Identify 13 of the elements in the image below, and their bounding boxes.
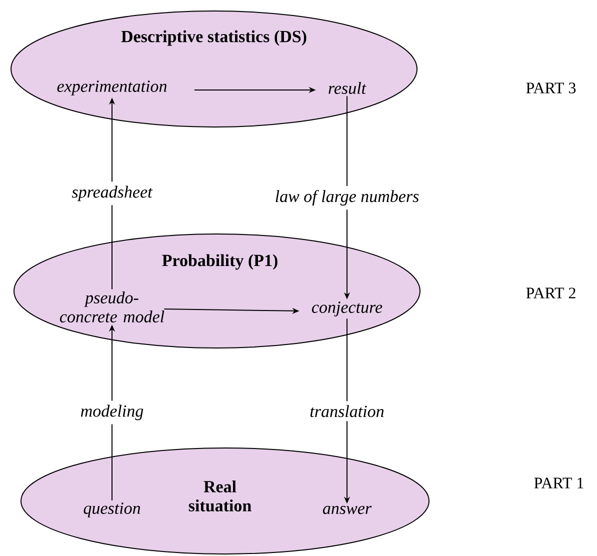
- term-text: conjecture: [312, 302, 382, 316]
- term-text: answer: [322, 506, 372, 514]
- part-label: PART 2: [526, 288, 576, 298]
- edge-label: modeling: [76, 400, 148, 424]
- term-text: question: [84, 502, 140, 518]
- edge-label: spreadsheet: [68, 182, 156, 206]
- part-label: PART 3: [526, 82, 576, 94]
- term-text: pseudo-concrete model: [60, 292, 164, 322]
- edge-label: law of large numbers: [270, 186, 424, 210]
- part-label: PART 1: [534, 478, 584, 488]
- edge-label: translation: [306, 401, 388, 422]
- term-text: experimentation: [57, 80, 167, 96]
- term-text: result: [328, 82, 366, 94]
